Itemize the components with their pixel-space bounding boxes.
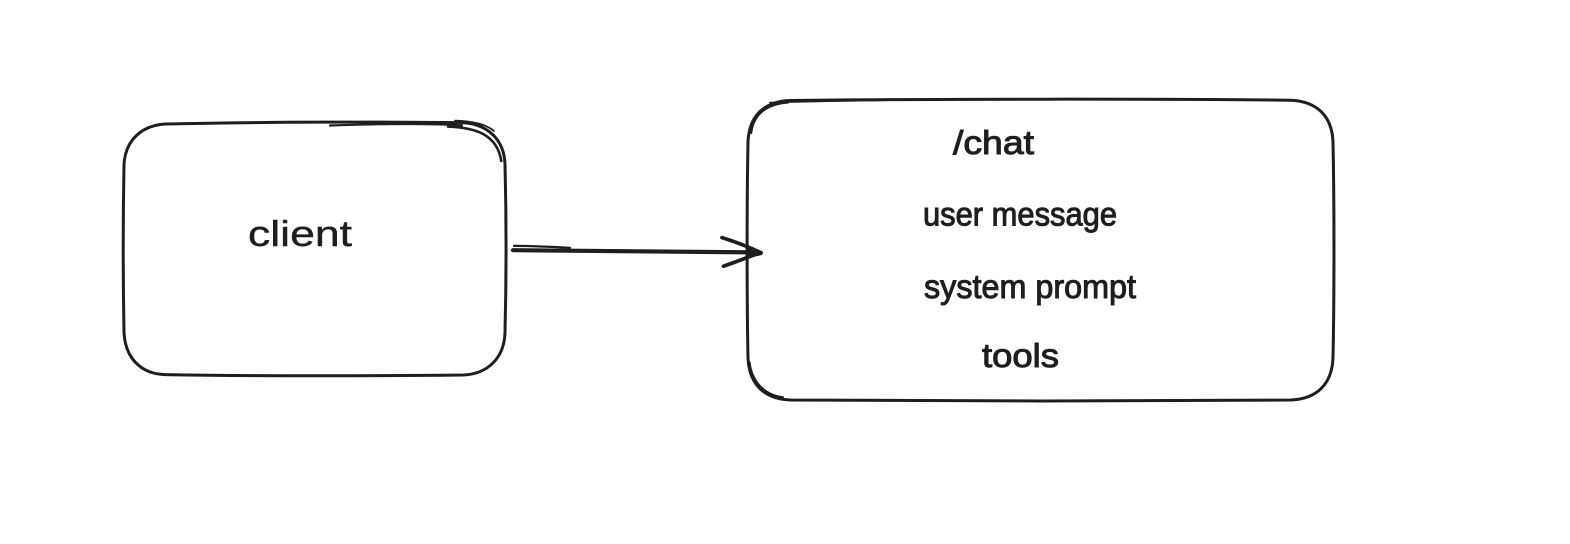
svg-text:client: client <box>248 213 352 254</box>
svg-text:/chat: /chat <box>953 124 1034 161</box>
svg-text:system prompt: system prompt <box>924 268 1136 305</box>
svg-text:tools: tools <box>982 337 1059 374</box>
svg-text:user message: user message <box>923 196 1117 233</box>
